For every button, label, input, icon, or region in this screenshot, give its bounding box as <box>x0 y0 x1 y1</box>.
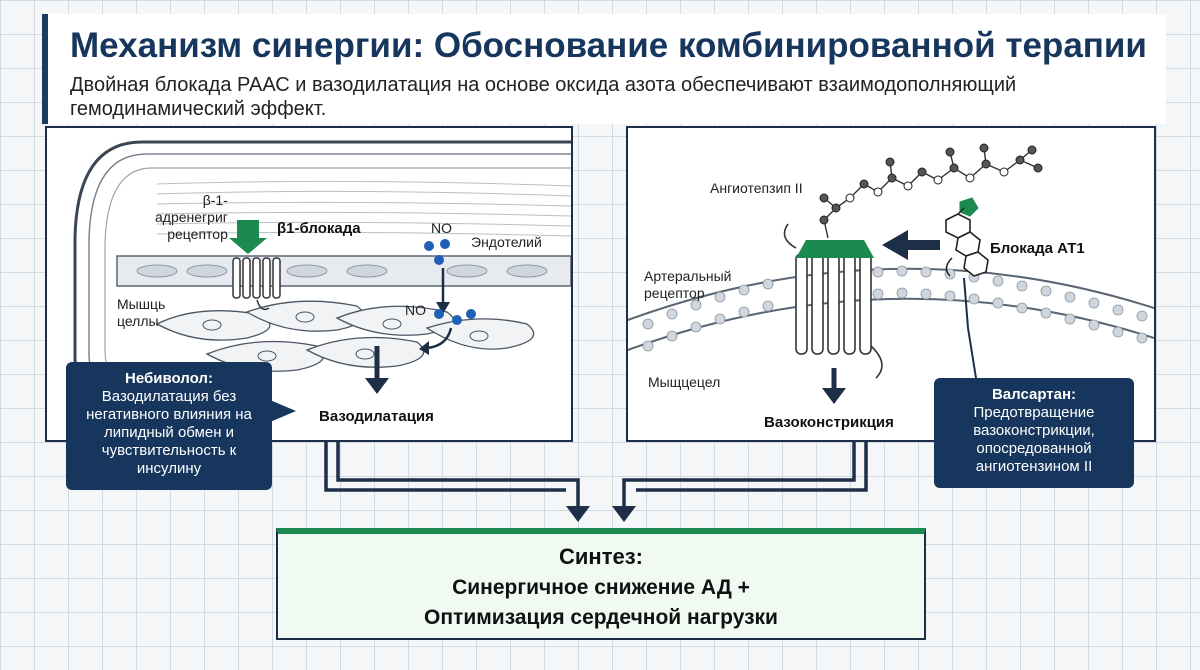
no-label-top: NO <box>431 220 452 236</box>
muscle-cells-line1: Мышць <box>117 296 166 312</box>
valsartan-description: Предотвращение вазоконстрикции, опосредо… <box>973 404 1095 475</box>
synthesis-box: Синтез: Синергичное снижение АД + Оптими… <box>276 528 926 640</box>
header: Механизм синергии: Обоснование комбиниро… <box>42 14 1166 124</box>
synthesis-title: Синтез: <box>559 544 643 569</box>
vasoconstriction-label: Вазоконстрикция <box>764 414 894 431</box>
receptor-label-line2: адренегриг <box>155 209 228 225</box>
nebivolol-mechanism-panel: β-1- адренегриг рецептор β1-блокада NO Э… <box>45 126 573 442</box>
nebivolol-callout-pointer <box>270 400 296 422</box>
vessel-illustration <box>73 140 571 440</box>
no-label-middle: NO <box>405 302 426 318</box>
valsartan-callout: Валсартан: Предотвращение вазоконстрикци… <box>934 378 1134 488</box>
page-title: Механизм синергии: Обоснование комбиниро… <box>70 26 1147 65</box>
arterial-receptor-line2: рецептор <box>644 285 705 301</box>
nebivolol-title: Небиволол: <box>125 370 213 387</box>
receptor-label-line3: рецептор <box>167 226 228 242</box>
at1-block-label: Блокада АТ1 <box>990 240 1085 257</box>
synthesis-line1: Синергичное снижение АД + <box>452 576 750 599</box>
muscle-cells-line2: целлы <box>117 313 159 329</box>
right-converge-arrowhead <box>612 506 636 522</box>
muscle-cells-label: Мышць целлы <box>117 296 165 330</box>
arterial-receptor-line1: Артеральный <box>644 268 732 284</box>
right-muscle-cells-label: Мыщцецел <box>648 374 721 390</box>
nebivolol-description: Вазодилатация без негативного влияния на… <box>86 388 252 477</box>
endothelium-label: Эндотелий <box>471 234 542 250</box>
arterial-receptor-label: Артеральный рецептор <box>644 268 732 302</box>
beta1-receptor-label: β-1- адренегриг рецептор <box>155 192 228 243</box>
receptor-label-line1: β-1- <box>202 192 228 208</box>
page-subtitle: Двойная блокада РААС и вазодилатация на … <box>70 74 1017 120</box>
left-converge-arrowhead <box>566 506 590 522</box>
valsartan-title: Валсартан: <box>991 386 1077 403</box>
nebivolol-callout: Небиволол: Вазодилатация без негативного… <box>66 362 272 490</box>
synthesis-line2: Оптимизация сердечной нагрузки <box>424 606 778 629</box>
vasodilation-label: Вазодилатация <box>319 408 434 425</box>
angiotensin-label: Ангиотепзип II <box>710 180 803 196</box>
beta1-block-label: β1-блокада <box>277 220 361 237</box>
receptor-illustration <box>628 143 1154 404</box>
